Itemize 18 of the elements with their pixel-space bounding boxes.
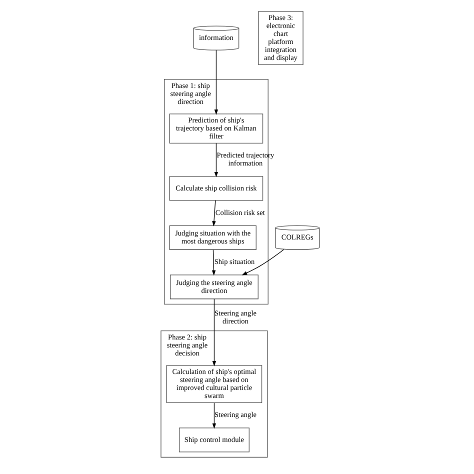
edge-label: Steering angle xyxy=(214,410,256,420)
node-box: Prediction of ship's trajectory based on Kalman filter xyxy=(168,114,263,144)
arrow xyxy=(214,143,218,178)
edge-label: Steering angle direction xyxy=(214,308,256,326)
arrow xyxy=(211,249,216,276)
arrow xyxy=(241,249,284,276)
arrow xyxy=(212,298,216,366)
arrow xyxy=(214,50,218,115)
node-box: Judging situation with the most dangerous ships xyxy=(168,225,256,250)
node-box: Phase 3: electronic chart platform integration and display xyxy=(258,11,303,65)
node-box: Ship control module xyxy=(178,428,249,452)
edge-label: Collision risk set xyxy=(214,208,264,217)
arrow xyxy=(212,200,216,226)
node-box: Judging the steering angle direction xyxy=(169,274,258,300)
edge-label: Ship situation xyxy=(214,257,254,266)
node-box: Calculate ship collision risk xyxy=(168,176,263,201)
node-box: Calculation of ship's optimal steering angle based on improved cultural particle swarm xyxy=(166,365,262,403)
arrow xyxy=(212,402,216,429)
